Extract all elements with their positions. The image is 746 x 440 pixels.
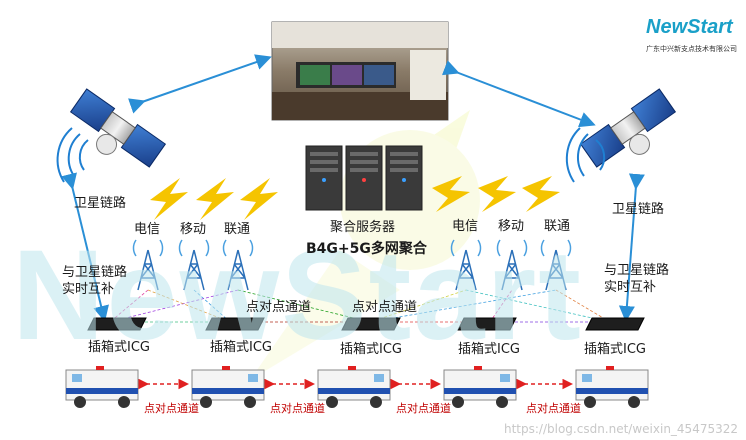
ambulances (65, 366, 649, 408)
label-complement-right: 与卫星链路 实时互补 (604, 263, 670, 295)
label-server: 聚合服务器 (330, 220, 396, 235)
logo-company: 广东中兴新支点技术有限公司 (646, 45, 737, 53)
satellite-right-signal-icon (565, 127, 606, 183)
label-icg-3: 插箱式ICG (340, 342, 402, 357)
label-p2p-upper-left: 点对点通道 (246, 300, 312, 315)
company-logo: NewStart 广东中兴新支点技术有限公司 (644, 6, 740, 58)
aggregation-server-icon (305, 145, 423, 211)
logo-brand: NewStart (646, 16, 733, 38)
label-p2p-bottom-2: 点对点通道 (270, 402, 325, 415)
watermark-text: NewStart (12, 224, 583, 367)
label-satellite-link-left: 卫星链路 (74, 196, 127, 211)
satellite-left-signal-icon (56, 127, 89, 183)
label-telecom-right: 电信 (452, 219, 479, 234)
satellite-links (61, 54, 645, 322)
label-p2p-bottom-3: 点对点通道 (396, 402, 451, 415)
label-p2p-bottom-1: 点对点通道 (144, 402, 199, 415)
label-unicom-left: 联通 (224, 222, 251, 237)
label-mobile-right: 移动 (498, 219, 525, 234)
label-unicom-right: 联通 (544, 219, 571, 234)
label-mobile-left: 移动 (180, 222, 207, 237)
label-icg-5: 插箱式ICG (584, 342, 646, 357)
lightning-bolts (150, 176, 560, 220)
label-icg-1: 插箱式ICG (88, 340, 150, 355)
label-p2p-upper-mid: 点对点通道 (352, 300, 418, 315)
label-icg-2: 插箱式ICG (210, 340, 272, 355)
satellite-left-icon (69, 88, 167, 168)
command-center-photo (271, 21, 449, 121)
label-complement-left: 与卫星链路 实时互补 (62, 265, 128, 297)
label-aggregation: B4G+5G多网聚合 (306, 241, 427, 257)
label-icg-4: 插箱式ICG (458, 342, 520, 357)
label-telecom-left: 电信 (134, 222, 161, 237)
label-satellite-link-right: 卫星链路 (612, 202, 665, 217)
source-url: https://blog.csdn.net/weixin_45475322 (503, 422, 738, 436)
satellite-right-icon (579, 88, 677, 168)
cell-towers (132, 239, 572, 291)
icg-devices (87, 317, 645, 331)
label-p2p-bottom-4: 点对点通道 (526, 402, 581, 415)
